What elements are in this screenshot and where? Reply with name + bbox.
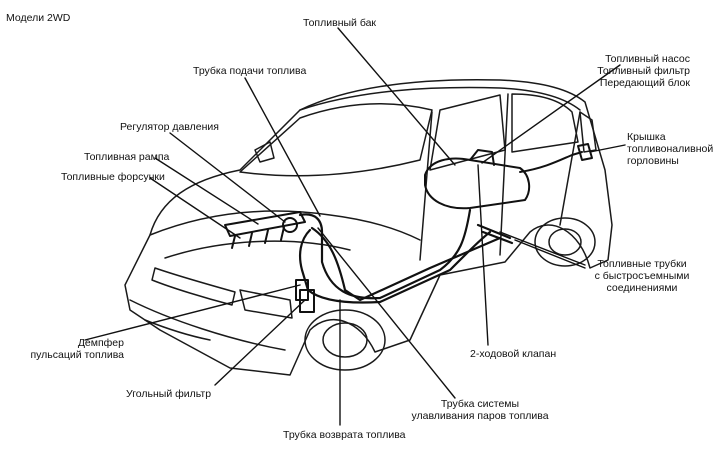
label-quick-tubes-1: Топливные трубки <box>597 258 687 270</box>
label-filler-cap-1: Крышка <box>627 131 666 143</box>
label-fuel-supply-tube: Трубка подачи топлива <box>193 65 307 77</box>
car-rear-wheel-hub <box>548 228 582 256</box>
fuel-tank-shape <box>424 157 531 210</box>
leader-fuel-supply <box>244 77 321 217</box>
fuel-pump-module <box>469 149 495 166</box>
label-evap-tube-2: улавливания паров топлива <box>411 410 549 422</box>
label-pump-group: Топливный насос Топливный фильтр Передаю… <box>578 53 690 89</box>
label-fuel-tank: Топливный бак <box>303 17 377 29</box>
leader-two-way-valve <box>477 164 489 346</box>
car-rear-wheel <box>534 217 596 267</box>
leader-quick-tubes-1 <box>499 231 586 266</box>
quick-connect-lines <box>476 223 514 245</box>
car-front-wheel <box>304 309 386 371</box>
label-filler-cap-2: топливоналивной <box>627 143 714 155</box>
pressure-regulator-shape <box>282 217 298 233</box>
leader-pressure-regulator <box>169 132 286 223</box>
fuel-return-line <box>299 228 492 304</box>
car-door-line-3 <box>559 111 581 226</box>
car-rear-quarter-window <box>579 111 597 153</box>
label-evap-tube-1: Трубка системы <box>440 398 520 410</box>
label-fuel-injectors: Топливные форсунки <box>61 171 165 183</box>
label-quick-tubes-3: соединениями <box>606 282 678 294</box>
car-front-wheel-hub <box>322 322 368 358</box>
filler-cap <box>577 143 593 161</box>
label-pressure-regulator: Регулятор давления <box>120 121 219 133</box>
label-filler-cap-3: горловины <box>627 155 679 167</box>
car-headlamp <box>239 289 293 319</box>
filler-neck-tube <box>519 151 583 173</box>
label-damper-2: пульсаций топлива <box>30 349 124 361</box>
model-label: Модели 2WD <box>6 12 71 24</box>
leader-fuel-tank <box>337 27 456 166</box>
label-fuel-pump: Топливный насос <box>605 53 690 65</box>
label-evap-tube-group: Трубка системы улавливания паров топлива <box>400 398 560 422</box>
car-windshield <box>239 103 433 177</box>
car-fog-lamp <box>144 319 211 341</box>
label-charcoal-filter: Угольный фильтр <box>126 388 212 400</box>
label-damper-group: Демпфер пульсаций топлива <box>16 337 124 361</box>
car-hood-line <box>149 210 421 241</box>
fuel-supply-line <box>298 208 472 300</box>
label-damper-1: Демпфер <box>77 337 124 349</box>
car-grille <box>151 267 236 306</box>
label-quick-tubes-2: с быстросъемными <box>594 270 690 282</box>
label-quick-tubes-group: Топливные трубки с быстросъемными соедин… <box>584 258 700 294</box>
label-fuel-filter: Топливный фильтр <box>597 65 690 77</box>
car-mirror <box>254 141 275 163</box>
car-body-outline <box>124 78 613 376</box>
leader-fuel-injectors <box>149 177 241 239</box>
fuel-rail-shape <box>224 211 306 237</box>
fuel-injector-3 <box>264 229 269 244</box>
fuel-injector-2 <box>248 232 253 247</box>
leader-quick-tubes-2 <box>514 239 586 269</box>
fuel-injector-1 <box>231 235 236 249</box>
label-fuel-rail: Топливная рампа <box>84 151 170 163</box>
label-sending-unit: Передающий блок <box>599 77 690 89</box>
label-return-tube: Трубка возврата топлива <box>283 429 406 441</box>
leader-damper <box>84 284 301 341</box>
evap-line <box>310 226 502 302</box>
car-bumper <box>129 299 286 351</box>
leader-pump <box>481 64 621 164</box>
leader-charcoal-filter <box>214 299 306 386</box>
leader-evap-tube <box>317 227 456 399</box>
car-door-line-2 <box>499 93 509 256</box>
leader-filler-cap <box>589 144 626 153</box>
label-filler-cap-group: Крышка топливоналивной горловины <box>627 131 713 167</box>
car-roof-line <box>299 86 581 111</box>
label-two-way-valve: 2-ходовой клапан <box>470 348 557 360</box>
leader-fuel-rail <box>154 157 259 225</box>
